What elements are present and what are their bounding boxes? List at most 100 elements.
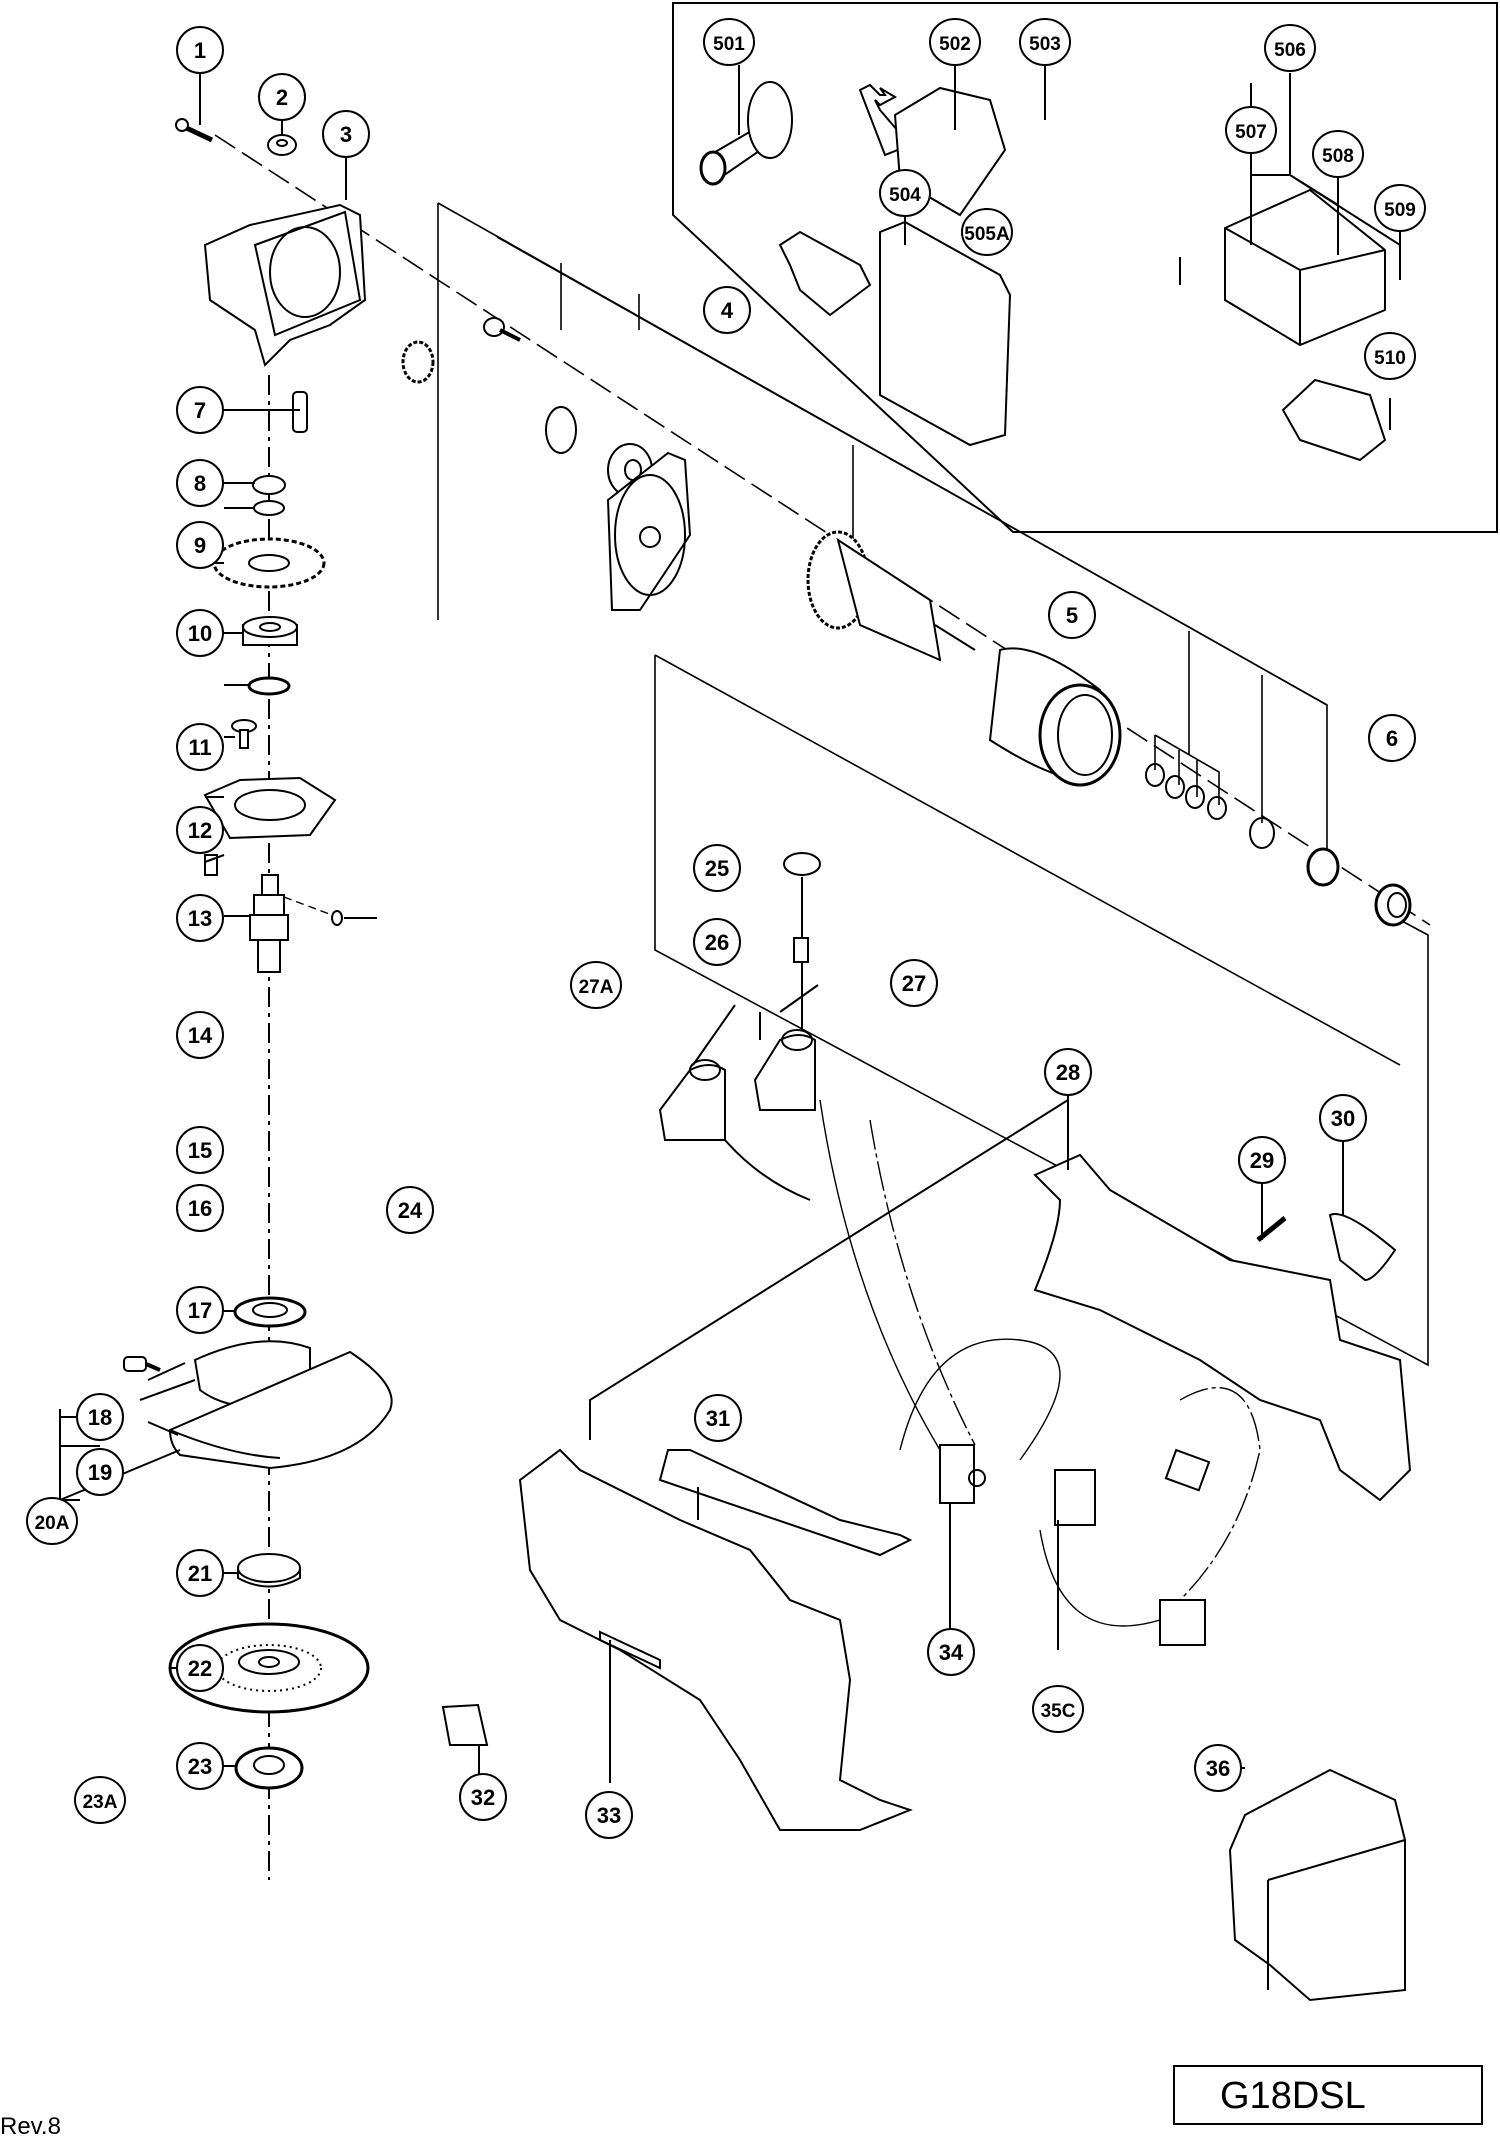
part-handle-cover-31 bbox=[658, 1449, 913, 1557]
part-side-handle-501 bbox=[699, 81, 793, 186]
callout-12: 12 bbox=[176, 806, 224, 854]
callout-label: 35C bbox=[1041, 1701, 1076, 1722]
part-bolt-18 bbox=[123, 1356, 161, 1372]
callout-509: 509 bbox=[1374, 184, 1426, 232]
part-carbon-brush-26 bbox=[793, 937, 809, 963]
callout-label: 502 bbox=[939, 34, 971, 55]
callout-circle bbox=[1319, 1094, 1367, 1142]
callout-circle bbox=[961, 208, 1013, 256]
callout-label: 505A bbox=[964, 224, 1010, 245]
callout-circle bbox=[176, 521, 224, 569]
callout-label: 25 bbox=[705, 856, 729, 881]
callout-29: 29 bbox=[1238, 1136, 1286, 1184]
callout-26: 26 bbox=[693, 918, 741, 966]
part-pinion bbox=[401, 340, 435, 384]
callout-33: 33 bbox=[585, 1791, 633, 1839]
wiring bbox=[819, 1099, 1261, 1627]
part-case-505A bbox=[879, 220, 1012, 447]
callout-7: 7 bbox=[176, 386, 224, 434]
callout-label: 11 bbox=[188, 735, 211, 760]
callout-label: 5 bbox=[1066, 603, 1078, 628]
callout-505A: 505A bbox=[961, 208, 1013, 256]
callout-label: 30 bbox=[1331, 1106, 1355, 1131]
part-spindle-16 bbox=[249, 874, 289, 973]
part-packing-gland-14 bbox=[203, 776, 337, 840]
callout-label: 1 bbox=[194, 38, 206, 63]
callout-504: 504 bbox=[879, 169, 931, 217]
callout-bubbles: 1234567891011121314151617181920A21222323… bbox=[26, 18, 1426, 1839]
part-battery-36 bbox=[1228, 1768, 1406, 2002]
part-screw-1 bbox=[175, 118, 214, 143]
callout-circle bbox=[76, 1393, 124, 1441]
callout-circle bbox=[703, 18, 755, 66]
callout-10: 10 bbox=[176, 609, 224, 657]
callout-circle bbox=[1194, 1744, 1242, 1792]
part-gear-cover-3 bbox=[203, 203, 367, 367]
callout-label: 26 bbox=[705, 930, 729, 955]
part-switch-34 bbox=[939, 1444, 986, 1504]
callout-22: 22 bbox=[176, 1644, 224, 1692]
callout-510: 510 bbox=[1364, 332, 1416, 380]
callout-label: 13 bbox=[188, 906, 212, 931]
callout-506: 506 bbox=[1264, 24, 1316, 72]
callout-circle bbox=[1019, 18, 1071, 66]
part-screw-13 bbox=[231, 719, 257, 749]
callout-circle bbox=[176, 609, 224, 657]
callout-34: 34 bbox=[927, 1628, 975, 1676]
callout-label: 510 bbox=[1374, 348, 1406, 369]
callout-27A: 27A bbox=[570, 961, 622, 1009]
callout-17: 17 bbox=[176, 1286, 224, 1334]
callout-label: 6 bbox=[1386, 726, 1398, 751]
callout-label: 4 bbox=[721, 298, 734, 323]
callout-28: 28 bbox=[1044, 1048, 1092, 1096]
callout-circle bbox=[879, 169, 931, 217]
callout-32: 32 bbox=[459, 1773, 507, 1821]
callout-circle bbox=[694, 1394, 742, 1442]
callout-circle bbox=[176, 1644, 224, 1692]
callout-label: 27A bbox=[579, 977, 614, 998]
part-case-506 bbox=[1224, 188, 1386, 347]
callout-19: 19 bbox=[76, 1448, 124, 1496]
part-pin-7 bbox=[292, 391, 308, 433]
callout-label: 29 bbox=[1250, 1148, 1274, 1173]
part-housing-28 bbox=[1033, 1153, 1412, 1502]
callout-label: 19 bbox=[88, 1460, 112, 1485]
callout-36: 36 bbox=[1194, 1744, 1242, 1792]
callout-13: 13 bbox=[176, 894, 224, 942]
part-nut-23 bbox=[234, 1746, 304, 1790]
callout-label: 32 bbox=[471, 1785, 495, 1810]
callout-21: 21 bbox=[176, 1549, 224, 1597]
callout-circle bbox=[176, 1011, 224, 1059]
callout-label: 28 bbox=[1056, 1060, 1080, 1085]
callout-circle bbox=[1312, 130, 1364, 178]
callout-circle bbox=[176, 1126, 224, 1174]
callout-label: 506 bbox=[1274, 40, 1306, 61]
washer-bracket bbox=[1154, 631, 1263, 823]
callout-circle bbox=[176, 806, 224, 854]
callout-label: 503 bbox=[1029, 34, 1061, 55]
callout-circle bbox=[890, 959, 938, 1007]
callout-20A: 20A bbox=[26, 1497, 78, 1545]
callout-23A: 23A bbox=[74, 1776, 126, 1824]
callout-circle bbox=[929, 18, 981, 66]
assembly-bracket-lines bbox=[437, 202, 1429, 1367]
callout-30: 30 bbox=[1319, 1094, 1367, 1142]
callout-label: 7 bbox=[194, 398, 206, 423]
callout-15: 15 bbox=[176, 1126, 224, 1174]
model-number: G18DSL bbox=[1220, 2075, 1366, 2117]
callout-label: 14 bbox=[188, 1023, 213, 1048]
callout-label: 23 bbox=[188, 1754, 212, 1779]
model-number-box bbox=[1173, 2065, 1483, 2125]
callout-label: 12 bbox=[188, 818, 212, 843]
callout-label: 507 bbox=[1235, 122, 1267, 143]
callout-circle bbox=[26, 1497, 78, 1545]
revision-label: Rev.8 bbox=[0, 2113, 61, 2140]
callout-circle bbox=[693, 844, 741, 892]
callout-4: 4 bbox=[703, 286, 751, 334]
callout-3: 3 bbox=[322, 110, 370, 158]
callout-circle bbox=[74, 1776, 126, 1824]
callout-label: 15 bbox=[188, 1138, 212, 1163]
callout-label: 31 bbox=[706, 1406, 730, 1431]
callout-6: 6 bbox=[1368, 714, 1416, 762]
